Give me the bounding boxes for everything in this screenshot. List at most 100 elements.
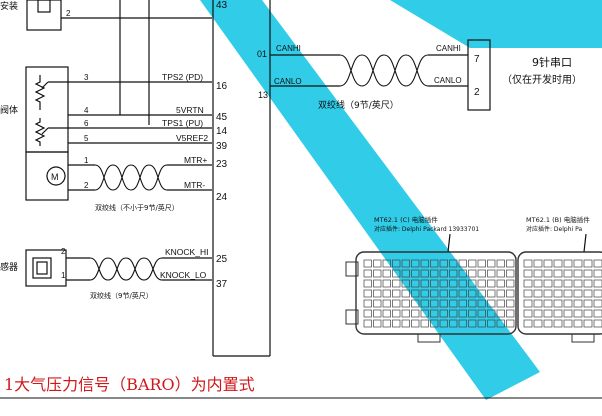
connector-pin-cell [373,299,382,308]
signal-5vrtn: 5VRTN [176,105,204,115]
ecu-pin-23: 23 [216,159,228,170]
connector-pin-cell [583,319,593,328]
connector-pin-cell [583,309,593,318]
connector-pin-cell [439,289,448,298]
serial-port-box [467,39,491,111]
connector-pin-cell [553,279,563,288]
connector-pin-cell [439,269,448,278]
connector-pin-cell [363,289,372,298]
connector-pin-cell [496,269,505,278]
connector-pin-cell [468,289,477,298]
connector-pin-cell [401,319,410,328]
connector-pin-cell [430,269,439,278]
connector-pin-cell [477,279,486,288]
connector-pin-cell [573,289,583,298]
connector-pin-cell [543,309,553,318]
connector-pin-cell [458,259,467,268]
ecu-pin-37: 37 [216,279,228,290]
connector-pin-cell [506,279,515,288]
connector-pin-cell [523,309,533,318]
connector-pin-cell [468,269,477,278]
connector-pin-cell [401,289,410,298]
connector-pin-cell [430,319,439,328]
connector-pin-cell [533,299,543,308]
connector-pin-cell [553,289,563,298]
pin-num: 2 [61,247,66,256]
connector-pin-cell [382,319,391,328]
ecu-pin-01: 01 [257,49,267,59]
connector-pin-cell [553,299,563,308]
connector-pin-cell [496,319,505,328]
connector-pin-cell [468,299,477,308]
can-hi-left: CANHI [276,44,301,53]
connector-pin-cell [411,269,420,278]
connector-pin-cell [563,299,573,308]
connector-pin-cell [439,309,448,318]
connector-pin-cell [449,309,458,318]
connector-pin-cell [430,309,439,318]
connector-pin-cell [593,299,602,308]
connector-pin-cell [506,299,515,308]
label-left-body: 阀体 [0,104,18,116]
connector-pin-cell [392,319,401,328]
pin-num: 6 [84,119,89,128]
connector-pin-cell [373,319,382,328]
connector-pin-cell [593,289,602,298]
connector-pin-cell [477,319,486,328]
signal-mtr-minus: MTR- [184,180,205,190]
connector-pin-cell [420,299,429,308]
connector-pin-cell [420,259,429,268]
signal-mtr-plus: MTR+ [184,155,207,165]
connector-pin-cell [458,309,467,318]
connector-pin-cell [363,259,372,268]
twist-label-1: 双绞线（不小于9节/英尺） [95,203,179,212]
port-title: 9针串口 [532,55,572,69]
connector-pin-cell [458,319,467,328]
pin-num: 1 [84,156,89,165]
connector-pin-cell [573,269,583,278]
connector-pin-cell [382,289,391,298]
pin-num: 2 [66,9,71,18]
conn-left-title: MT62.1 (C) 电脑插件 [374,215,438,224]
conn-right-sub: 对应插件: Delphi Pa [526,225,582,233]
connector-pin-cell [363,269,372,278]
connector-pin-cell [458,279,467,288]
connector-pin-cell [411,299,420,308]
connector-pin-cell [477,269,486,278]
connector-pin-cell [392,259,401,268]
label-left-top: 安装 [0,0,18,12]
connector-pin-cell [583,279,593,288]
connector-pin-cell [477,289,486,298]
connector-pin-cell [420,289,429,298]
connector-pin-cell [401,269,410,278]
connector-pin-cell [563,269,573,278]
connector-pin-cell [487,319,496,328]
connector-pin-cell [553,269,563,278]
connector-pin-cell [449,279,458,288]
connector-pin-cell [523,279,533,288]
signal-tps1: TPS1 (PU) [162,118,203,128]
can-hi-right: CANHI [436,44,461,53]
ecu-connector-b [517,251,602,343]
connector-pin-cell [420,279,429,288]
connector-pin-cell [583,269,593,278]
signal-v5ref2: V5REF2 [176,133,208,143]
twist-label-2: 双绞线（9节/英尺） [90,291,153,300]
connector-pin-cell [411,319,420,328]
connector-pin-cell [449,319,458,328]
connector-pin-cell [392,309,401,318]
connector-pin-cell [563,289,573,298]
ecu-connector-c [345,251,517,343]
connector-pin-cell [487,259,496,268]
connector-pin-cell [401,279,410,288]
connector-pin-cell [506,289,515,298]
connector-pin-cell [468,279,477,288]
footnote: 1大气压力信号（BARO）为内置式 [4,375,255,394]
motor-box [25,151,69,201]
connector-pin-cell [583,259,593,268]
connector-pin-cell [593,319,602,328]
connector-pin-cell [496,259,505,268]
connector-pin-cell [411,309,420,318]
knock-sensor-box [25,249,67,287]
